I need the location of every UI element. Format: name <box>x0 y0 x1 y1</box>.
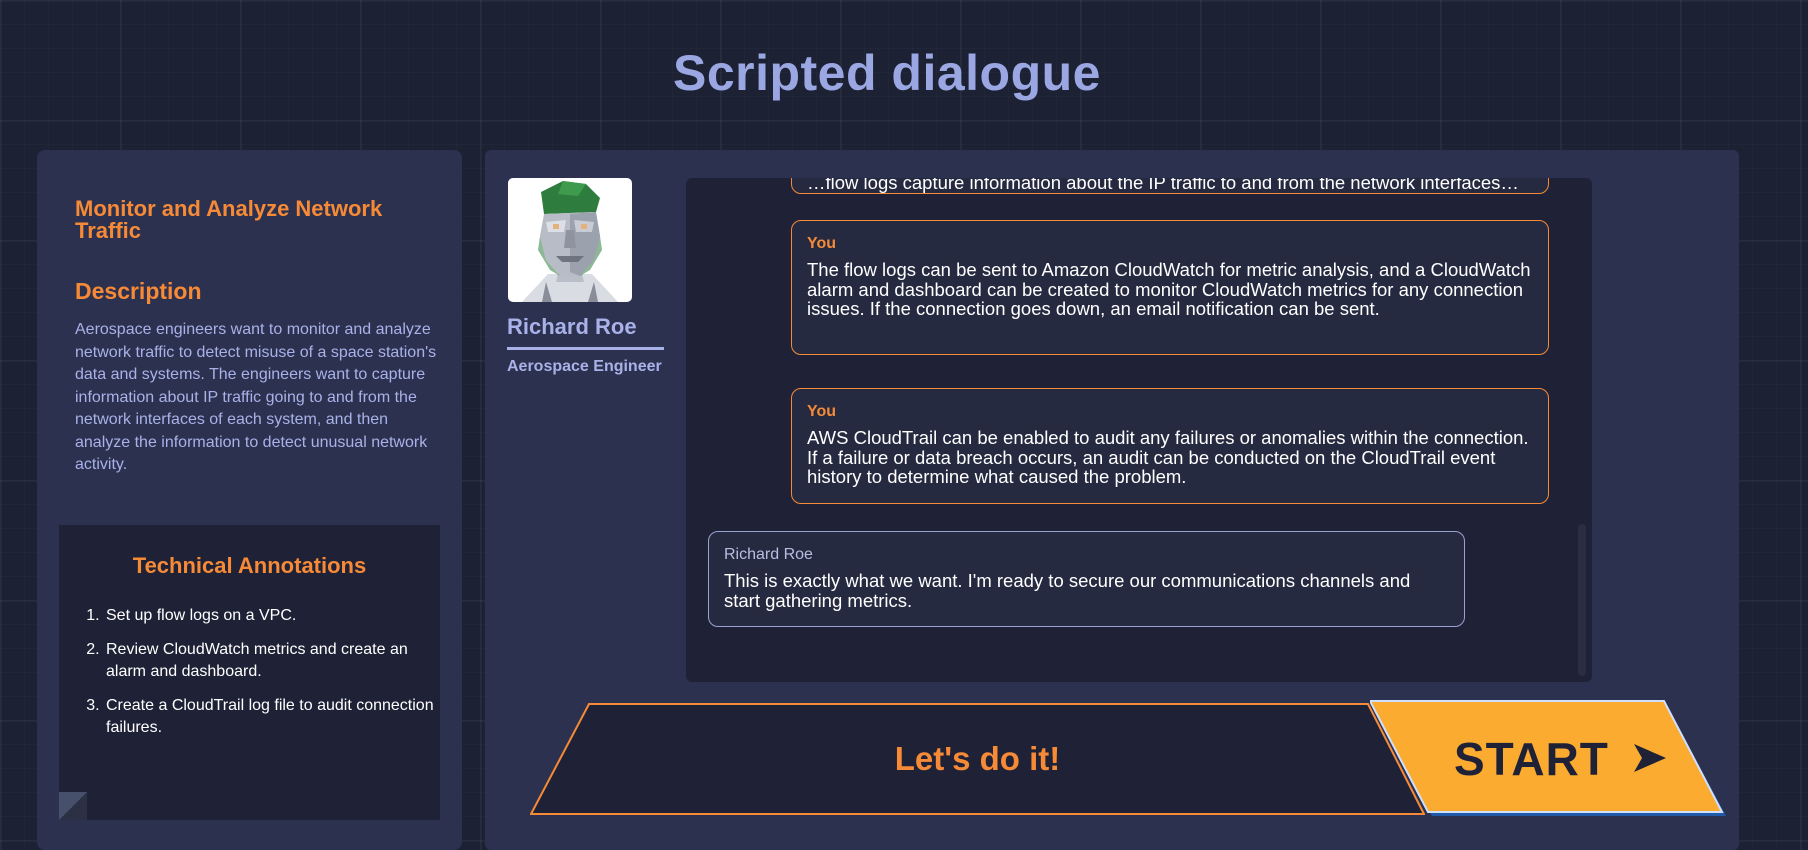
description-text: Aerospace engineers want to monitor and … <box>75 321 437 473</box>
chat-message-text: This is exactly what we want. I'm ready … <box>724 570 1411 611</box>
description-heading: Description <box>75 278 202 304</box>
start-label: START <box>1454 733 1609 785</box>
send-arrow-icon <box>1634 744 1666 772</box>
chat-bubble-you: You AWS CloudTrail can be enabled to aud… <box>791 388 1549 504</box>
chat-speaker: You <box>807 235 837 252</box>
response-option-button[interactable]: Let's do it! <box>530 703 1425 815</box>
chat-speaker: Richard Roe <box>724 546 813 563</box>
task-info-panel: Monitor and Analyze Network Traffic Desc… <box>37 150 462 850</box>
technical-annotations-box: Technical Annotations Set up flow logs o… <box>59 525 440 820</box>
annotation-item: Create a CloudTrail log file to audit co… <box>104 695 444 739</box>
annotation-item: Review CloudWatch metrics and create an … <box>104 639 444 683</box>
chat-bubble-you: You The flow logs can be sent to Amazon … <box>791 220 1549 355</box>
start-button-shape <box>1370 700 1726 816</box>
avatar <box>508 178 632 302</box>
chat-message-text: The flow logs can be sent to Amazon Clou… <box>807 259 1531 319</box>
page-fold-icon <box>59 792 87 820</box>
response-option-outline <box>530 703 1425 815</box>
task-title: Monitor and Analyze Network Traffic <box>75 196 383 243</box>
name-divider <box>507 347 664 350</box>
low-poly-head-avatar-icon <box>522 181 618 302</box>
start-button[interactable]: START <box>1370 700 1728 820</box>
annotation-item: Set up flow logs on a VPC. <box>104 605 444 627</box>
character-name: Richard Roe <box>507 314 637 339</box>
chat-bubble-npc: Richard Roe This is exactly what we want… <box>708 531 1465 627</box>
annotations-list: Set up flow logs on a VPC. Review CloudW… <box>80 605 444 751</box>
response-option-label: Let's do it! <box>894 740 1061 777</box>
page-title: Scripted dialogue <box>672 45 1101 101</box>
annotations-heading: Technical Annotations <box>132 553 367 578</box>
chat-message-text: …flow logs capture information about the… <box>807 178 1519 193</box>
chat-bubble-partial: …flow logs capture information about the… <box>791 178 1549 194</box>
chat-message-text: AWS CloudTrail can be enabled to audit a… <box>807 427 1529 487</box>
character-role: Aerospace Engineer <box>507 358 662 375</box>
chat-log[interactable]: …flow logs capture information about the… <box>686 178 1592 682</box>
chat-scrollbar[interactable] <box>1578 524 1586 676</box>
chat-speaker: You <box>807 403 837 420</box>
